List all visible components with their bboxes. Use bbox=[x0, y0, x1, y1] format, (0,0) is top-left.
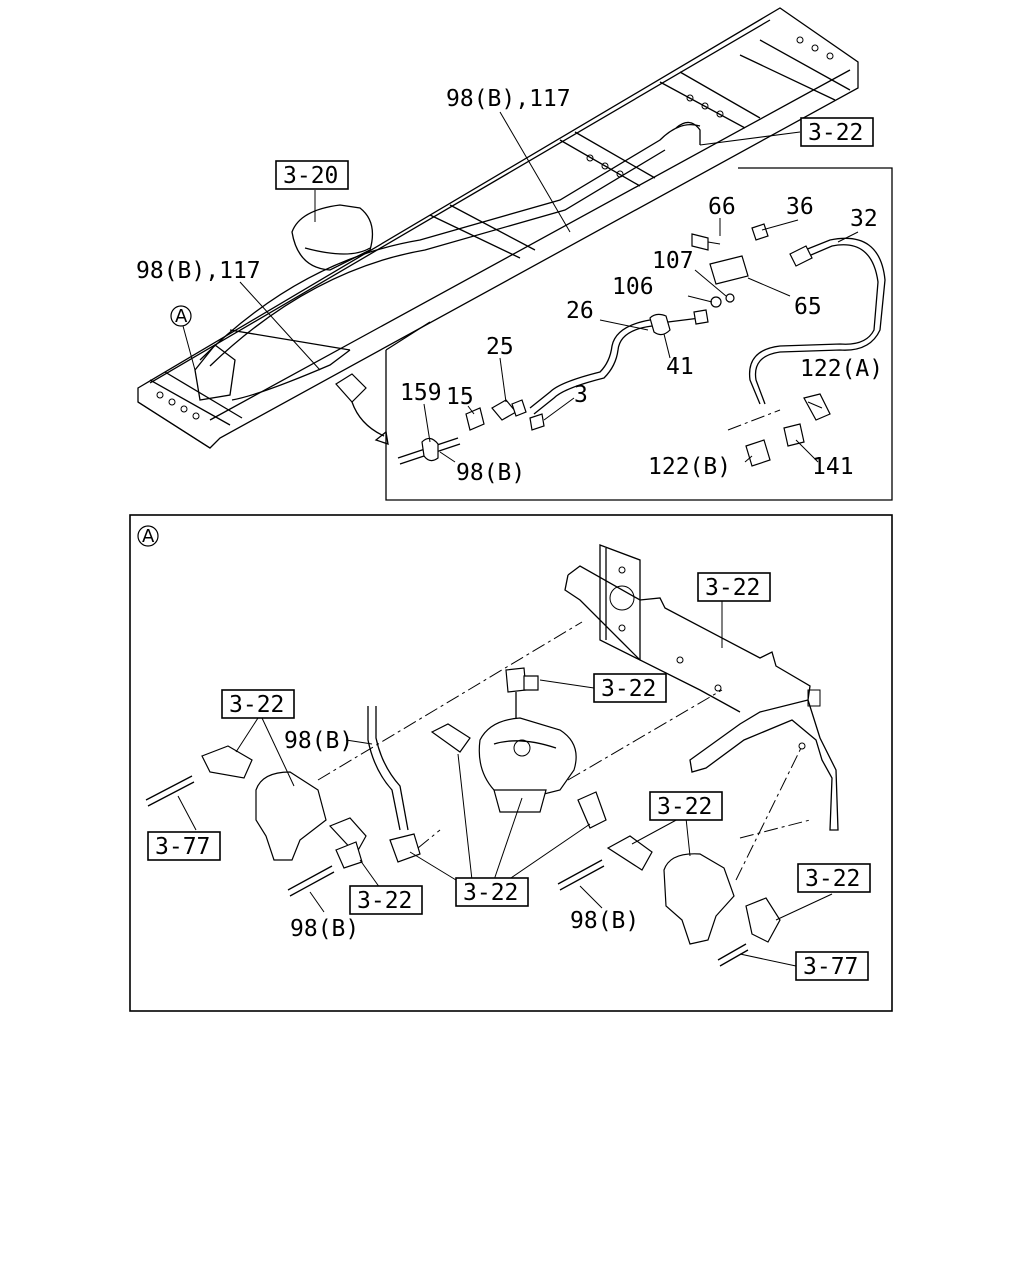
rod-3-77-left bbox=[145, 775, 195, 807]
bracket-65 bbox=[709, 255, 749, 285]
label-41: 41 bbox=[666, 354, 694, 380]
valve-122a bbox=[803, 393, 831, 421]
relay-valve-center bbox=[478, 717, 577, 801]
label-26: 26 bbox=[566, 298, 594, 324]
washer-107 bbox=[725, 293, 735, 303]
chassis-frame bbox=[137, 7, 859, 449]
label-25: 25 bbox=[486, 334, 514, 360]
washer-106 bbox=[710, 296, 722, 308]
cap-3 bbox=[529, 413, 545, 431]
valve-122b bbox=[745, 439, 771, 467]
label-98b-upper: 98(B) bbox=[284, 728, 353, 754]
valve-right bbox=[663, 853, 735, 945]
leader-lines-detail-a bbox=[177, 598, 833, 967]
label-98b-detail: 98(B) bbox=[456, 460, 525, 486]
ref-3-22-right: 3-22 bbox=[805, 866, 860, 892]
detail-a-frame bbox=[129, 514, 893, 1012]
callouts-top: 98(B),117 3-22 3-20 98(B),117 A 66 36 32… bbox=[136, 86, 883, 486]
label-98b-lower-right: 98(B) bbox=[570, 908, 639, 934]
fitting-141 bbox=[783, 423, 805, 447]
ref-3-77-right: 3-77 bbox=[803, 954, 858, 980]
label-98b-117-top: 98(B),117 bbox=[446, 86, 571, 112]
tee-left-lower bbox=[389, 833, 421, 863]
label-36: 36 bbox=[786, 194, 814, 220]
clip-41 bbox=[649, 313, 671, 336]
fitting-32-end bbox=[789, 245, 813, 267]
circle-a-marker-top bbox=[170, 305, 192, 327]
label-159: 159 bbox=[400, 380, 442, 406]
ref-box-3-22-right bbox=[797, 863, 871, 893]
ref-3-22-bottom-left: 3-22 bbox=[357, 888, 412, 914]
nut-36 bbox=[751, 223, 769, 241]
callouts-detail-a: A 3-22 3-22 3-22 98(B) 3-77 3-22 3-22 98… bbox=[137, 525, 871, 981]
ref-box-3-22-center bbox=[593, 673, 667, 703]
union-15 bbox=[465, 407, 485, 431]
elbow-right-center bbox=[577, 791, 607, 829]
label-98b-lower-left: 98(B) bbox=[290, 916, 359, 942]
circle-a-top: A bbox=[175, 306, 188, 327]
circle-a-marker-detail bbox=[137, 525, 159, 547]
label-98b-117-left: 98(B),117 bbox=[136, 258, 261, 284]
ref-box-3-22-right-upper bbox=[649, 791, 723, 821]
label-122b: 122(B) bbox=[648, 454, 731, 480]
ref-3-22-right-upper: 3-22 bbox=[657, 794, 712, 820]
label-32: 32 bbox=[850, 206, 878, 232]
label-65: 65 bbox=[794, 294, 822, 320]
ref-box-3-20 bbox=[275, 160, 349, 190]
label-15: 15 bbox=[446, 384, 474, 410]
ref-box-3-22-bottom-center bbox=[455, 877, 529, 907]
label-3: 3 bbox=[574, 382, 588, 408]
elbow-left-center bbox=[430, 723, 471, 753]
ref-3-22-bottom-center: 3-22 bbox=[463, 880, 518, 906]
ref-box-3-77-right bbox=[795, 951, 869, 981]
ref-box-3-22-top bbox=[800, 117, 874, 147]
bolt-66 bbox=[691, 233, 709, 251]
rod-98b-lower-left bbox=[287, 865, 335, 897]
tee-25 bbox=[491, 399, 517, 421]
clamp-159 bbox=[421, 437, 439, 462]
ref-box-3-77-left bbox=[147, 831, 221, 861]
label-66: 66 bbox=[708, 194, 736, 220]
elbow-right-lower bbox=[745, 897, 781, 943]
ref-box-3-22-left bbox=[221, 689, 295, 719]
elbow-left-upper bbox=[201, 745, 253, 779]
leader-lines-top bbox=[182, 111, 859, 463]
ref-box-3-22-bracket bbox=[697, 572, 771, 602]
detail-a-drawing bbox=[145, 544, 839, 967]
circle-a-detail: A bbox=[142, 526, 155, 547]
ref-3-77-left: 3-77 bbox=[155, 834, 210, 860]
ref-3-20: 3-20 bbox=[283, 163, 338, 189]
label-122a: 122(A) bbox=[800, 356, 883, 382]
valve-left bbox=[255, 771, 327, 861]
tee-fitting-top bbox=[505, 667, 527, 693]
ref-3-22-center: 3-22 bbox=[601, 676, 656, 702]
elbow-right-upper bbox=[606, 835, 653, 871]
ref-3-22-bracket: 3-22 bbox=[705, 575, 760, 601]
label-107: 107 bbox=[652, 248, 694, 274]
label-106: 106 bbox=[612, 274, 654, 300]
ref-3-22-left: 3-22 bbox=[229, 692, 284, 718]
rod-3-77-right bbox=[717, 943, 749, 967]
ref-3-22-top: 3-22 bbox=[808, 120, 863, 146]
detail-box-pipe-assembly bbox=[385, 167, 893, 501]
ref-box-3-22-bottom-left bbox=[349, 885, 423, 915]
rod-98b-lower-right bbox=[557, 859, 605, 891]
label-141: 141 bbox=[812, 454, 854, 480]
